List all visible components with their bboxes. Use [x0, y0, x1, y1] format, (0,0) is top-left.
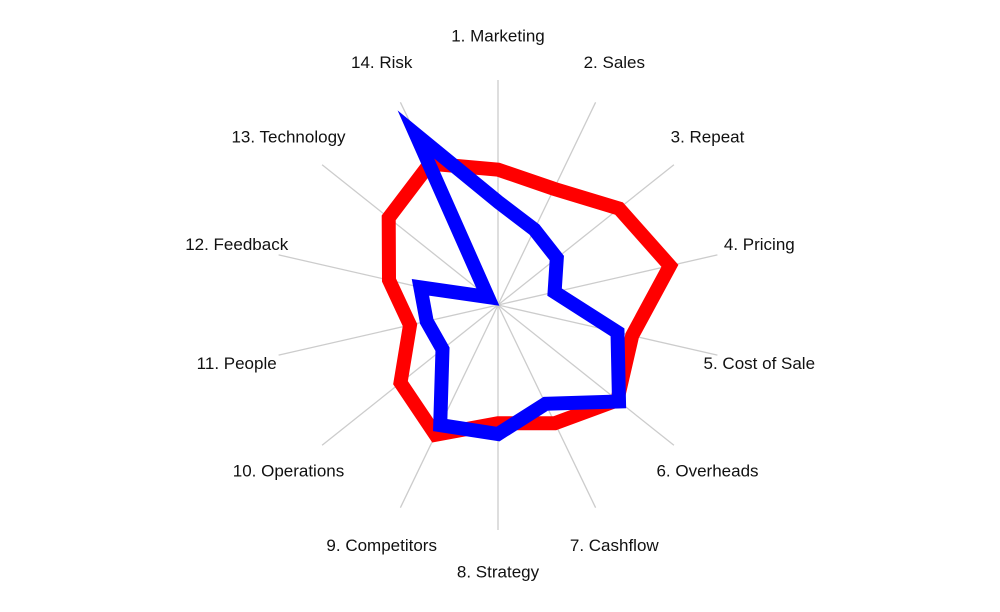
- radar-spoke: [321, 164, 499, 306]
- axis-label-5: 5. Cost of Sale: [704, 354, 816, 373]
- axis-label-1: 1. Marketing: [451, 26, 545, 45]
- axis-label-9: 9. Competitors: [326, 536, 437, 555]
- axis-label-4: 4. Pricing: [724, 235, 795, 254]
- axis-label-13: 13. Technology: [231, 127, 346, 146]
- axis-label-8: 8. Strategy: [457, 562, 540, 581]
- axis-label-10: 10. Operations: [233, 462, 345, 481]
- radar-series-layer: [381, 110, 679, 443]
- radar-spoke: [321, 304, 499, 446]
- axis-label-7: 7. Cashflow: [570, 536, 660, 555]
- radar-spoke: [497, 304, 675, 446]
- axis-label-14: 14. Risk: [351, 53, 413, 72]
- radar-spoke: [399, 304, 499, 508]
- radar-spoke: [497, 254, 718, 306]
- axis-label-3: 3. Repeat: [671, 127, 745, 146]
- radar-series-2-line: [397, 110, 627, 442]
- axis-label-11: 11. People: [197, 354, 277, 373]
- axis-label-2: 2. Sales: [584, 53, 645, 72]
- axis-label-6: 6. Overheads: [656, 462, 758, 481]
- radar-series-1-line: [381, 156, 679, 443]
- axis-label-12: 12. Feedback: [185, 235, 289, 254]
- radar-spoke: [497, 164, 675, 306]
- radar-spoke: [278, 304, 499, 356]
- radar-axis-labels: 1. Marketing 2. Sales 3. Repeat 4. Pricing 5…: [185, 26, 815, 581]
- radar-spoke: [497, 102, 597, 306]
